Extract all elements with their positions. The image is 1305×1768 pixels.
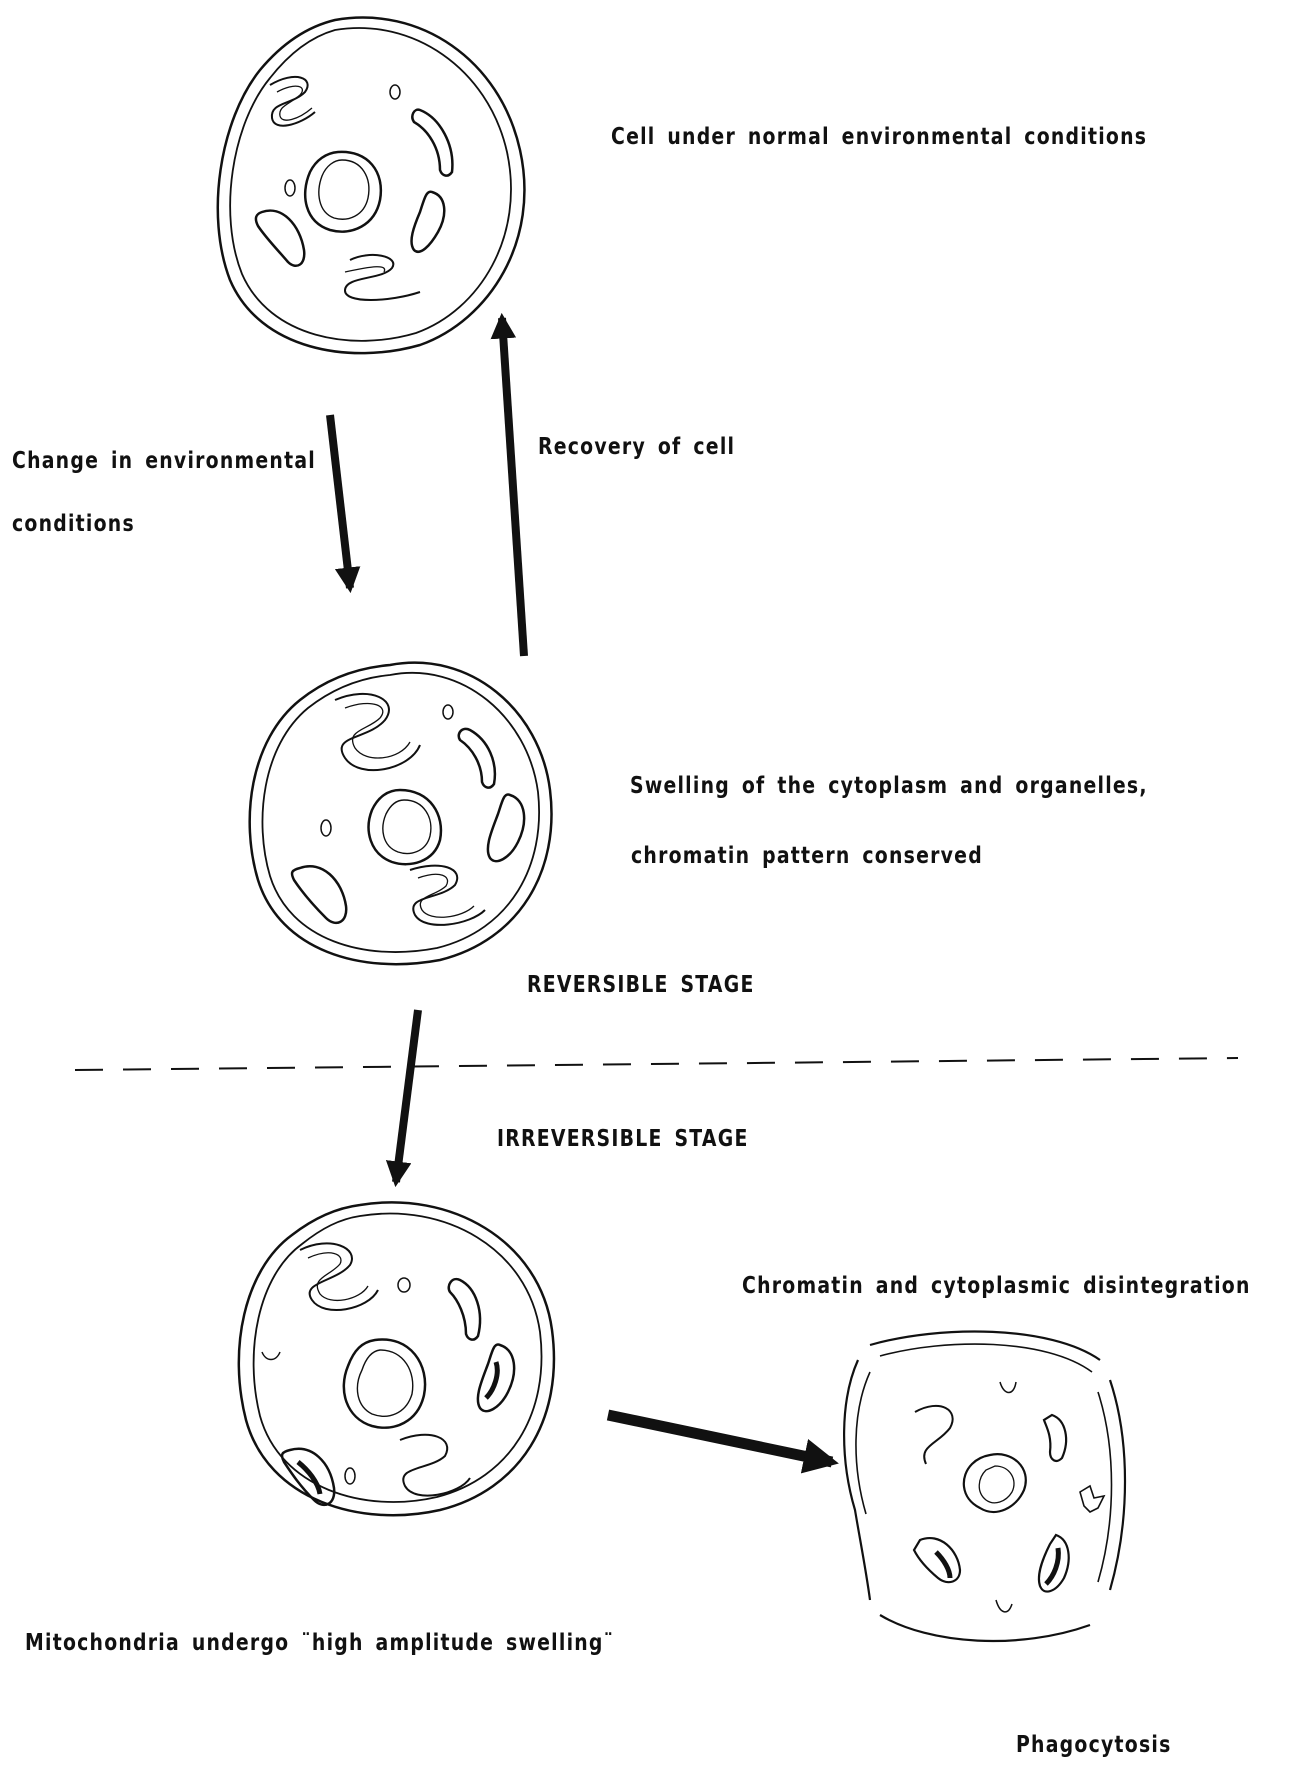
swollen-cell-nucleolus xyxy=(383,800,431,853)
swollen-cell-er-top xyxy=(335,694,420,770)
normal-cell-label: Cell under normal environmental conditio… xyxy=(611,124,1147,150)
phagocytosed-cell-vesicles xyxy=(996,1382,1016,1612)
swollen-cell-outer-membrane xyxy=(250,663,552,964)
irreversible-cell-inner-membrane xyxy=(254,1214,542,1503)
phagocytosed-cell-dense-body-left xyxy=(936,1552,950,1578)
phagocytosed-cell-membrane-top xyxy=(870,1331,1100,1360)
normal-cell xyxy=(218,18,525,354)
irreversible-cell-outer-membrane xyxy=(239,1202,554,1515)
change-arrow xyxy=(330,415,350,588)
swollen-cell-mitochondrion-top-right xyxy=(459,729,495,788)
phagocytosis-arrow xyxy=(608,1415,832,1462)
irreversible-arrow xyxy=(396,1010,418,1182)
normal-cell-mitochondrion-left xyxy=(256,211,304,266)
stage-divider xyxy=(75,1058,1238,1070)
irreversible-stage-label: IRREVERSIBLE STAGE xyxy=(497,1126,749,1152)
swelling-label-line1: Swelling of the cytoplasm and organelles… xyxy=(630,773,1148,799)
phagocytosed-cell-membrane-bottom xyxy=(880,1615,1090,1641)
swollen-cell-mitochondrion-left xyxy=(292,866,346,923)
swelling-label-line2: chromatin pattern conserved xyxy=(631,843,983,869)
normal-cell-mitochondrion-right xyxy=(412,192,445,252)
irreversible-cell-mitochondrion-top-right xyxy=(449,1279,480,1340)
normal-cell-vesicles xyxy=(285,85,400,196)
swollen-cell-mitochondrion-right xyxy=(488,794,524,861)
irreversible-cell-er-bottom xyxy=(400,1435,470,1496)
disintegration-label: Chromatin and cytoplasmic disintegration xyxy=(742,1273,1251,1299)
phagocytosis-label: Phagocytosis xyxy=(1016,1732,1172,1758)
phagocytosed-cell-membrane-right-inner xyxy=(1098,1392,1112,1582)
normal-cell-inner-membrane xyxy=(230,28,511,341)
normal-cell-outer-membrane xyxy=(218,18,525,354)
change-label-line2: conditions xyxy=(12,511,135,537)
swollen-cell-vesicles xyxy=(321,705,453,836)
phagocytosed-cell-mitochondrion-top xyxy=(1044,1415,1066,1461)
normal-cell-er-top xyxy=(270,77,315,126)
swollen-cell-er-bottom xyxy=(410,866,485,925)
phagocytosed-cell-membrane-left xyxy=(844,1360,870,1600)
recovery-arrow xyxy=(502,318,524,656)
irreversible-cell-mitochondrion-dense-left xyxy=(298,1462,320,1494)
irreversible-cell-er-top xyxy=(300,1243,378,1310)
phagocytosed-cell-membrane-left-inner xyxy=(856,1372,870,1514)
reversible-stage-label: REVERSIBLE STAGE xyxy=(527,972,755,998)
swollen-cell xyxy=(250,663,552,964)
phagocytosed-cell-mitochondrion-right xyxy=(1039,1535,1069,1592)
normal-cell-nucleolus xyxy=(319,160,369,219)
phagocytosed-cell-debris-right xyxy=(1080,1486,1104,1512)
phagocytosed-cell-dense-body-right xyxy=(1046,1548,1058,1584)
phagocytosed-cell-membrane-top-inner xyxy=(880,1344,1092,1372)
normal-cell-er-bottom xyxy=(345,255,420,300)
change-label-line1: Change in environmental xyxy=(12,448,316,474)
phagocytosed-cell-er-fragment xyxy=(915,1406,953,1464)
mitochondria-label: Mitochondria undergo ¨high amplitude swe… xyxy=(25,1630,614,1656)
phagocytosed-cell-mitochondrion-left xyxy=(914,1538,960,1582)
irreversible-cell xyxy=(239,1202,554,1515)
phagocytosed-cell xyxy=(844,1331,1125,1641)
irreversible-cell-nucleus-inner xyxy=(357,1350,412,1416)
recovery-label: Recovery of cell xyxy=(538,434,735,460)
phagocytosed-cell-nucleus-fragment-inner xyxy=(979,1466,1014,1503)
normal-cell-mitochondrion-top-right xyxy=(412,110,452,176)
